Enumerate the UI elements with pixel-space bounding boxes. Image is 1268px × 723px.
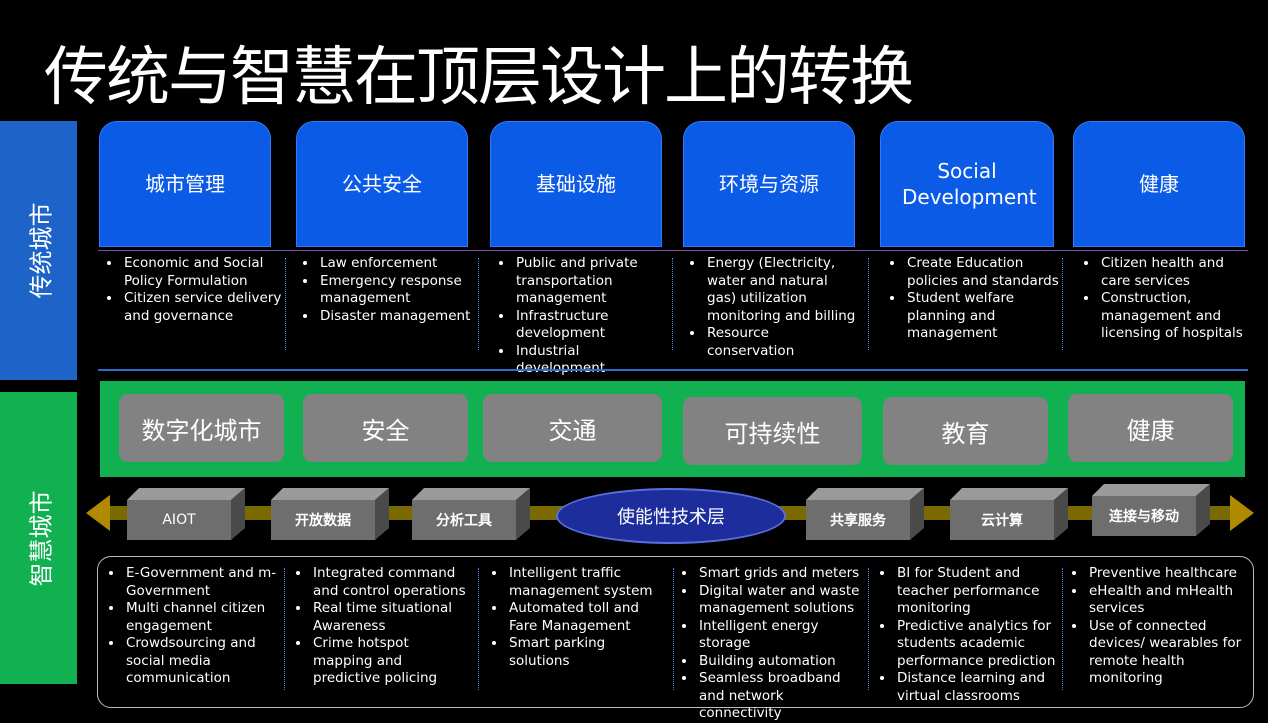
page-title: 传统与智慧在顶层设计上的转换 (44, 41, 914, 115)
bullet-item: eHealth and mHealth services (1087, 583, 1249, 618)
bullet-item: Intelligent traffic management system (507, 565, 664, 600)
traditional-card-urban-management: 城市管理 (99, 121, 271, 247)
smart-card-digital-city: 数字化城市 (119, 394, 284, 462)
column-separator (673, 568, 674, 690)
smart-domains-band (100, 381, 1245, 477)
bullet-item: Automated toll and Fare Management (507, 600, 664, 635)
traditional-details-2: Public and private transportation manage… (496, 255, 666, 378)
bullet-item: Crowdsourcing and social media communica… (124, 635, 296, 688)
smart-details-5: Preventive healthcareeHealth and mHealth… (1069, 565, 1249, 688)
section-divider (98, 369, 1248, 371)
bullet-item: Use of connected devices/ wearables for … (1087, 618, 1249, 688)
enabling-box-shared-services: 共享服务 (806, 488, 924, 540)
traditional-details-1: Law enforcementEmergency response manage… (300, 255, 488, 325)
divider-line (98, 250, 1248, 251)
smart-card-safety: 安全 (303, 394, 468, 462)
column-separator (478, 258, 479, 350)
smart-city-label: 智慧城市 (0, 392, 77, 684)
bullet-item: Crime hotspot mapping and predictive pol… (311, 635, 471, 688)
bullet-item: BI for Student and teacher performance m… (895, 565, 1065, 618)
bullet-item: Citizen health and care services (1099, 255, 1253, 290)
traditional-card-social-development: Social Development (880, 121, 1054, 247)
traditional-card-health: 健康 (1073, 121, 1245, 247)
bullet-item: Law enforcement (318, 255, 488, 273)
enabling-box-open-data: 开放数据 (271, 488, 389, 540)
column-separator (1062, 568, 1063, 690)
bullet-item: Digital water and waste management solut… (697, 583, 864, 618)
column-separator (285, 258, 286, 350)
enabling-technology-layer: 使能性技术层 (556, 488, 786, 544)
bullet-item: Multi channel citizen engagement (124, 600, 296, 635)
bullet-item: Economic and Social Policy Formulation (122, 255, 292, 290)
traditional-details-4: Create Education policies and standardsS… (887, 255, 1059, 343)
column-separator (1062, 258, 1063, 350)
bullet-item: Predictive analytics for students academ… (895, 618, 1065, 671)
bullet-item: Create Education policies and standards (905, 255, 1059, 290)
arrow-left-icon (86, 495, 110, 531)
bullet-item: Emergency response management (318, 273, 488, 308)
enabling-box-analytics-tools: 分析工具 (412, 488, 530, 540)
smart-details-panel (97, 556, 1254, 708)
smart-details-2: Intelligent traffic management systemAut… (489, 565, 664, 670)
bullet-item: Citizen service delivery and governance (122, 290, 292, 325)
smart-details-4: BI for Student and teacher performance m… (877, 565, 1065, 705)
bullet-item: Building automation (697, 653, 864, 671)
traditional-details-3: Energy (Electricity, water and natural g… (687, 255, 857, 360)
traditional-details-5: Citizen health and care servicesConstruc… (1081, 255, 1253, 343)
enabling-box-aiot: AIOT (127, 488, 245, 540)
bullet-item: Industrial development (514, 343, 666, 378)
bullet-item: Construction, management and licensing o… (1099, 290, 1253, 343)
enabling-box-connectivity-mobility: 连接与移动 (1092, 484, 1210, 536)
bullet-item: Resource conservation (705, 325, 857, 360)
bullet-item: Smart grids and meters (697, 565, 864, 583)
smart-details-0: E-Government and m-GovernmentMulti chann… (106, 565, 296, 688)
column-separator (672, 258, 673, 350)
traditional-card-infrastructure: 基础设施 (490, 121, 662, 247)
bullet-item: Infrastructure development (514, 308, 666, 343)
bullet-item: Real time situational Awareness (311, 600, 471, 635)
arrow-right-icon (1230, 495, 1254, 531)
smart-card-transport: 交通 (483, 394, 662, 462)
column-separator (868, 568, 869, 690)
bullet-item: Intelligent energy storage (697, 618, 864, 653)
bullet-item: Disaster management (318, 308, 488, 326)
bullet-item: Public and private transportation manage… (514, 255, 666, 308)
bullet-item: Integrated command and control operation… (311, 565, 471, 600)
bullet-item: Seamless broadband and network connectiv… (697, 670, 864, 723)
traditional-card-environment: 环境与资源 (683, 121, 855, 247)
traditional-card-public-safety: 公共安全 (296, 121, 468, 247)
bullet-item: Energy (Electricity, water and natural g… (705, 255, 857, 325)
traditional-city-label: 传统城市 (0, 121, 77, 380)
bullet-item: E-Government and m-Government (124, 565, 296, 600)
smart-card-education: 教育 (883, 397, 1048, 465)
smart-details-1: Integrated command and control operation… (293, 565, 471, 688)
traditional-details-0: Economic and Social Policy FormulationCi… (104, 255, 292, 325)
enabling-box-cloud-computing: 云计算 (950, 488, 1068, 540)
bullet-item: Smart parking solutions (507, 635, 664, 670)
column-separator (284, 568, 285, 690)
bullet-item: Distance learning and virtual classrooms (895, 670, 1065, 705)
smart-card-health: 健康 (1068, 394, 1233, 462)
column-separator (478, 568, 479, 690)
bullet-item: Preventive healthcare (1087, 565, 1249, 583)
smart-card-sustainability: 可持续性 (683, 397, 862, 465)
smart-details-3: Smart grids and metersDigital water and … (679, 565, 864, 723)
column-separator (868, 258, 869, 350)
bullet-item: Student welfare planning and management (905, 290, 1059, 343)
